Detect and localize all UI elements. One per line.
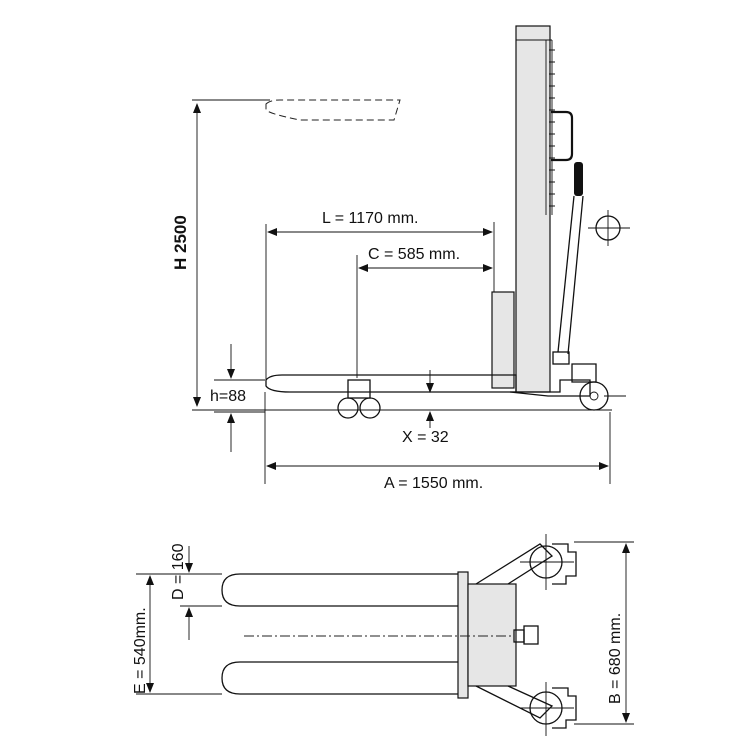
dimension-fork-height: h=88	[210, 344, 265, 452]
load-wheel-icon	[337, 379, 381, 419]
push-handle-icon	[551, 110, 574, 162]
wheel-bottom-icon	[520, 682, 577, 736]
fork-top	[221, 573, 458, 607]
fork-lowered	[265, 374, 517, 393]
carriage-plate	[457, 571, 469, 699]
side-view: H 2500 L = 1170 mm. C = 585 mm. h=88	[171, 25, 630, 492]
fork-carriage	[491, 291, 515, 389]
center-label: C = 585 mm.	[368, 246, 460, 263]
chassis-base	[509, 379, 591, 397]
top-view: D = 160 E = 540mm. B = 680 mm.	[132, 534, 634, 736]
dimension-height: H 2500	[171, 99, 270, 411]
height-label: H 2500	[171, 215, 190, 270]
dimension-fork-spread: E = 540mm.	[132, 573, 222, 695]
dimension-length: L = 1170 mm.	[265, 210, 495, 382]
fork-height-label: h=88	[210, 388, 246, 405]
dimension-ground-clearance: X = 32	[402, 370, 449, 446]
ground-clearance-label: X = 32	[402, 429, 449, 446]
steering-wheel-icon	[571, 363, 626, 411]
wheel-top-icon	[520, 534, 577, 590]
wheel-arm-top	[475, 543, 554, 585]
fork-width-label: D = 160	[170, 543, 187, 600]
pump-lever	[552, 162, 584, 365]
dimension-overall-width: B = 680 mm.	[574, 541, 634, 725]
wheel-arm-bottom	[475, 685, 554, 719]
fork-bottom	[221, 661, 458, 695]
pump-icon	[513, 625, 539, 645]
dimension-overall-length: A = 1550 mm.	[264, 392, 611, 492]
overall-length-label: A = 1550 mm.	[384, 475, 483, 492]
dimension-fork-width: D = 160	[170, 543, 222, 640]
lever-knob-icon	[588, 210, 630, 246]
dimension-center: C = 585 mm.	[356, 246, 493, 378]
chassis-top	[467, 583, 517, 687]
fork-raised	[265, 99, 401, 121]
length-label: L = 1170 mm.	[322, 210, 419, 227]
fork-spread-label: E = 540mm.	[132, 607, 149, 694]
overall-width-label: B = 680 mm.	[607, 613, 624, 704]
mast	[515, 25, 555, 393]
